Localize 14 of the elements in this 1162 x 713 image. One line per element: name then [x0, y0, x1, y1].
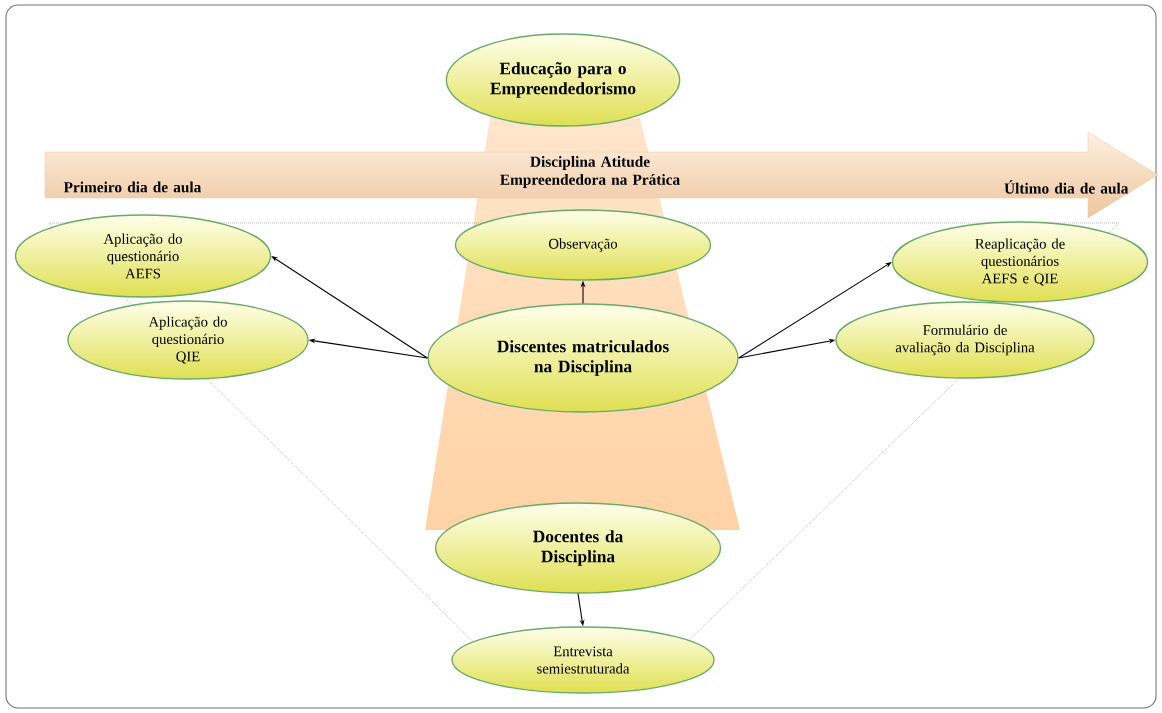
ellipse-node: Reaplicação de questionários AEFS e QIE: [891, 221, 1149, 303]
ellipse-node: Discentes matriculados na Disciplina: [427, 303, 739, 413]
band-label: Disciplina Atitude Empreendedora na Prática: [500, 156, 680, 188]
ellipse-node: Observação: [454, 209, 712, 281]
arrow: [271, 256, 428, 359]
ellipse-node: Aplicação do questionário AEFS: [14, 214, 272, 298]
ellipse-node: Entrevista semiestruturada: [451, 626, 715, 694]
ellipse-node: Educação para o Empreendedorismo: [445, 33, 681, 127]
arrow: [738, 262, 892, 359]
ellipse-node: Aplicação do questionário QIE: [67, 300, 309, 380]
band-label: Primeiro dia de aula: [63, 181, 202, 193]
ellipse-node: Formulário de avaliação da Disciplina: [835, 301, 1095, 379]
band-label: Último dia de aula: [1004, 180, 1129, 194]
ellipse-node: Docentes da Disciplina: [434, 502, 722, 594]
